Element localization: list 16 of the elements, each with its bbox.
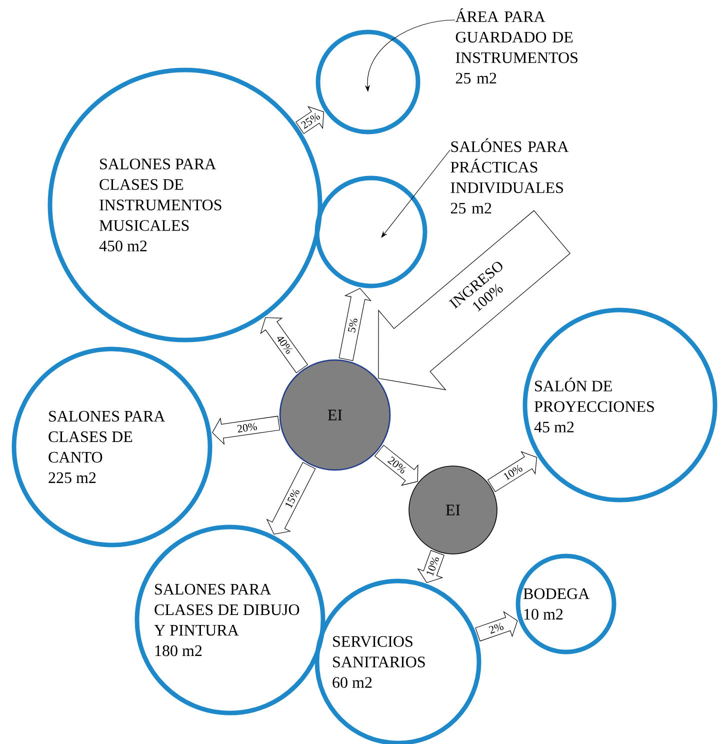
flow-arrow	[475, 611, 518, 642]
flow-arrow	[212, 416, 280, 445]
room-circle	[314, 176, 428, 288]
area-label: ÁREA PARA GUARDADO DE INSTRUMENTOS 25 m2	[455, 8, 578, 84]
edge-label: 20%	[237, 422, 257, 433]
entrance-arrow	[378, 210, 570, 390]
area-label: SALÓNES PARA PRÁCTICAS INDIVIDUALES 25 m2	[450, 138, 569, 214]
edge-label: 10%	[504, 464, 522, 480]
edge-label: 10%	[426, 557, 439, 576]
flow-arrow	[338, 288, 372, 361]
edge-label: 25%	[300, 112, 320, 129]
flow-arrow	[417, 550, 444, 583]
edge-label: 15%	[286, 489, 300, 508]
leader-line	[381, 150, 450, 238]
edge-label: 2%	[488, 622, 504, 634]
edge-label: 5%	[348, 318, 358, 332]
